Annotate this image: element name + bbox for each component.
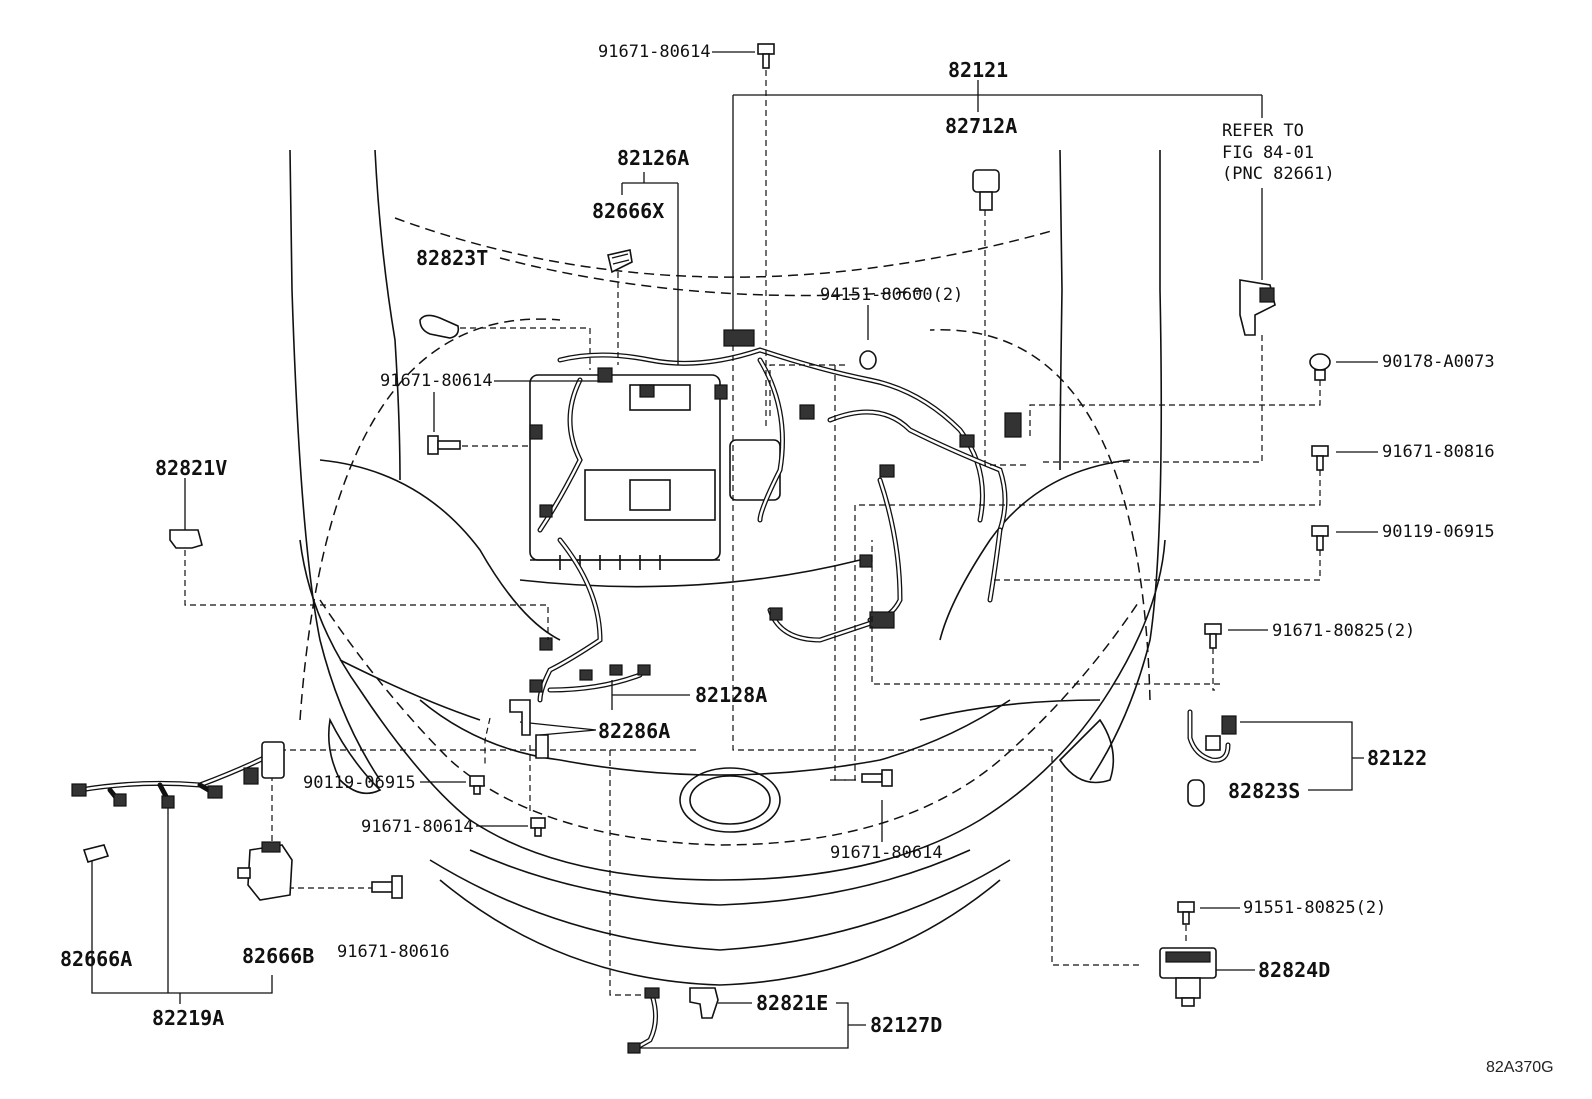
label-82666A: 82666A xyxy=(60,947,132,971)
label-82128A: 82128A xyxy=(695,683,767,707)
label-82821E: 82821E xyxy=(756,991,828,1015)
label-82712A: 82712A xyxy=(945,114,1017,138)
label-91671-80616: 91671-80616 xyxy=(337,942,450,962)
junction-box-82666B xyxy=(237,841,293,901)
label-90119-06915-left: 90119-06915 xyxy=(303,773,416,793)
bolt-91671-80614-left xyxy=(427,435,461,455)
bolt-91671-80614-top xyxy=(757,43,775,69)
bolt-91671-80614-bottom xyxy=(530,817,546,837)
bolt-91551-80825 xyxy=(1177,901,1195,925)
refer-note-line2: FIG 84-01 xyxy=(1222,143,1314,163)
bolt-91671-80616 xyxy=(371,875,403,899)
harness-82219A xyxy=(71,741,285,809)
label-82286A: 82286A xyxy=(598,719,670,743)
clip-82666X xyxy=(607,249,633,274)
connector-82712A xyxy=(972,169,1000,211)
figure-id: 82A370G xyxy=(1486,1059,1554,1076)
clip-90178-A0073 xyxy=(1309,353,1331,381)
bolt-90119-06915-right xyxy=(1311,525,1329,551)
refer-note-line3: (PNC 82661) xyxy=(1222,164,1335,184)
fuse-block-82661 xyxy=(1239,279,1276,336)
clamp-82823S xyxy=(1187,779,1205,807)
label-82219A: 82219A xyxy=(152,1006,224,1030)
bolt-91671-80816 xyxy=(1311,445,1329,471)
label-91671-80825: 91671-80825(2) xyxy=(1272,621,1415,641)
label-82823S: 82823S xyxy=(1228,779,1300,803)
bolt-91671-80614-center xyxy=(861,769,893,787)
label-91671-80614-left: 91671-80614 xyxy=(380,371,493,391)
label-94151-80600: 94151-80600(2) xyxy=(820,285,963,305)
label-82121: 82121 xyxy=(948,58,1008,82)
clamp-82823T xyxy=(419,314,460,339)
label-82824D: 82824D xyxy=(1258,958,1330,982)
relay-82824D xyxy=(1159,947,1217,1007)
bolt-90119-06915-left xyxy=(469,775,485,795)
label-91671-80614-top: 91671-80614 xyxy=(598,42,711,62)
label-91671-80614-center: 91671-80614 xyxy=(830,843,943,863)
parts xyxy=(71,43,1331,1054)
label-90119-06915-right: 90119-06915 xyxy=(1382,522,1495,542)
part-labels: 91671-80614 82121 82712A REFER TO FIG 84… xyxy=(60,42,1554,1076)
label-91671-80614-bottom: 91671-80614 xyxy=(361,817,474,837)
leader-lines xyxy=(91,51,1378,1049)
label-82127D: 82127D xyxy=(870,1013,942,1037)
label-82126A: 82126A xyxy=(617,146,689,170)
label-82122: 82122 xyxy=(1367,746,1427,770)
label-82821V: 82821V xyxy=(155,456,227,480)
connector-82821V xyxy=(169,529,203,549)
bracket-82286A xyxy=(509,699,549,759)
label-82666X: 82666X xyxy=(592,199,664,223)
label-91551-80825: 91551-80825(2) xyxy=(1243,898,1386,918)
label-82823T: 82823T xyxy=(416,246,488,270)
bolt-91671-80825 xyxy=(1204,623,1222,649)
vehicle-body-outline xyxy=(289,149,1166,986)
sensor-82821E xyxy=(627,987,719,1054)
refer-note-line1: REFER TO xyxy=(1222,121,1304,141)
clip-82666A xyxy=(82,844,110,863)
label-91671-80816: 91671-80816 xyxy=(1382,442,1495,462)
engine-harness-cluster xyxy=(519,329,1022,703)
label-82666B: 82666B xyxy=(242,944,314,968)
label-90178-A0073: 90178-A0073 xyxy=(1382,352,1495,372)
harness-82122 xyxy=(1187,709,1237,763)
nut-94151-80600 xyxy=(859,350,877,370)
